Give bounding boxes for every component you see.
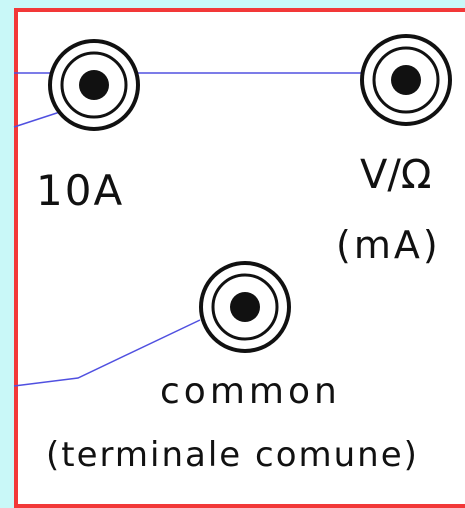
pointer-line-10a [13,109,67,128]
label-terminale-comune: (terminale comune) [46,435,419,475]
pointer-line-common [13,319,201,387]
label-v-ohm: V/Ω [360,152,432,198]
jack-10a[interactable] [48,39,140,131]
diagram-graphics [13,34,452,387]
jack-common[interactable] [199,261,291,353]
diagram-canvas: 10A V/Ω (mA) common (terminale comune) [13,8,465,508]
jack-v-ohm-ma[interactable] [360,34,452,126]
label-common: common [160,371,341,412]
label-ma: (mA) [336,223,441,267]
label-10a: 10A [36,166,125,215]
